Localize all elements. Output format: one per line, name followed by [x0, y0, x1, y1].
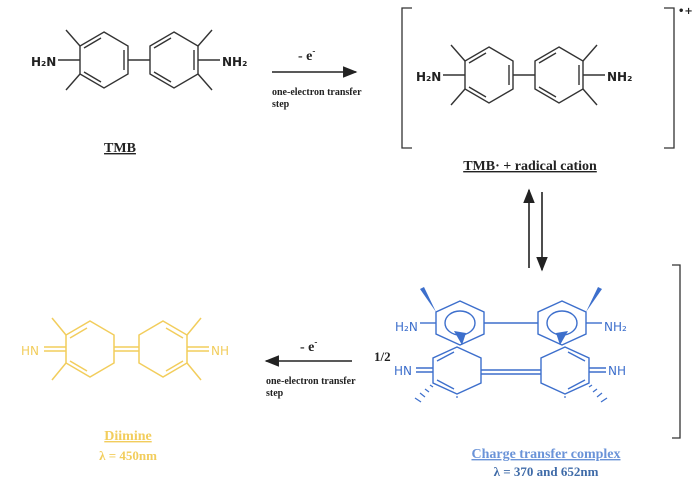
diimine-ring-left: [65, 320, 115, 378]
svg-text:- e-: - e-: [298, 46, 315, 64]
diimine-ring-right: [138, 320, 188, 378]
complex-label: Charge transfer complex: [471, 447, 620, 462]
svg-text:- e-: - e-: [300, 337, 317, 355]
radical-ring-left: [464, 46, 514, 104]
diimine-label: Diimine: [104, 429, 151, 444]
radical-right-bracket: [664, 7, 675, 149]
radical-label: TMB· + radical cation: [463, 159, 597, 174]
step2-fraction: 1/2: [374, 349, 391, 364]
step1-note-line2: step: [272, 99, 290, 110]
diimine-methyl-groups: [51, 317, 202, 381]
diimine-left-imine: HN: [21, 344, 39, 358]
radical-molecule: [443, 44, 605, 106]
step1-minus-e: - e: [298, 49, 312, 64]
complex-top-left-amine: H₂N: [395, 320, 418, 334]
tmb-label: TMB: [104, 141, 136, 156]
complex-top-right-amine: NH₂: [604, 320, 627, 334]
complex-lambda: λ = 370 and 652nm: [494, 464, 599, 479]
radical-left-amine: H₂N: [416, 70, 441, 84]
diimine-right-imine: NH: [211, 344, 229, 358]
diimine-molecule: [44, 317, 209, 381]
tmb-methyl-groups: [65, 29, 213, 91]
complex-bottom-ring-right: [540, 346, 590, 395]
diimine-lambda: λ = 450nm: [99, 448, 157, 463]
radical-ring-right: [534, 46, 584, 104]
complex-molecule: [416, 300, 606, 395]
tmb-ring-right: [149, 31, 199, 89]
tmb-left-amine: H₂N: [31, 55, 56, 69]
complex-hashed-methyls: [414, 384, 608, 403]
step2-minus-e: - e: [300, 340, 314, 355]
complex-bracket: [672, 264, 681, 439]
step2-note-line2: step: [266, 388, 284, 399]
tmb-right-amine: NH₂: [222, 55, 247, 69]
step2-electron-charge: -: [314, 337, 317, 347]
tmb-ring-left: [79, 31, 129, 89]
radical-left-bracket: [401, 7, 412, 149]
complex-bottom-right-imine: NH: [608, 364, 626, 378]
step2-note-line1: one-electron transfer: [266, 376, 356, 387]
complex-bottom-left-imine: HN: [394, 364, 412, 378]
radical-methyl-groups: [450, 44, 598, 106]
radical-charge: •+: [678, 6, 693, 17]
complex-methyl-wedges: [420, 287, 602, 345]
complex-bottom-diimine: [416, 346, 606, 395]
complex-top-tmb: [420, 300, 602, 346]
step1-note-line1: one-electron transfer: [272, 87, 362, 98]
radical-right-amine: NH₂: [607, 70, 632, 84]
step1-electron-charge: -: [312, 46, 315, 56]
tmb-molecule: [58, 29, 220, 91]
complex-bottom-ring-left: [432, 346, 482, 395]
